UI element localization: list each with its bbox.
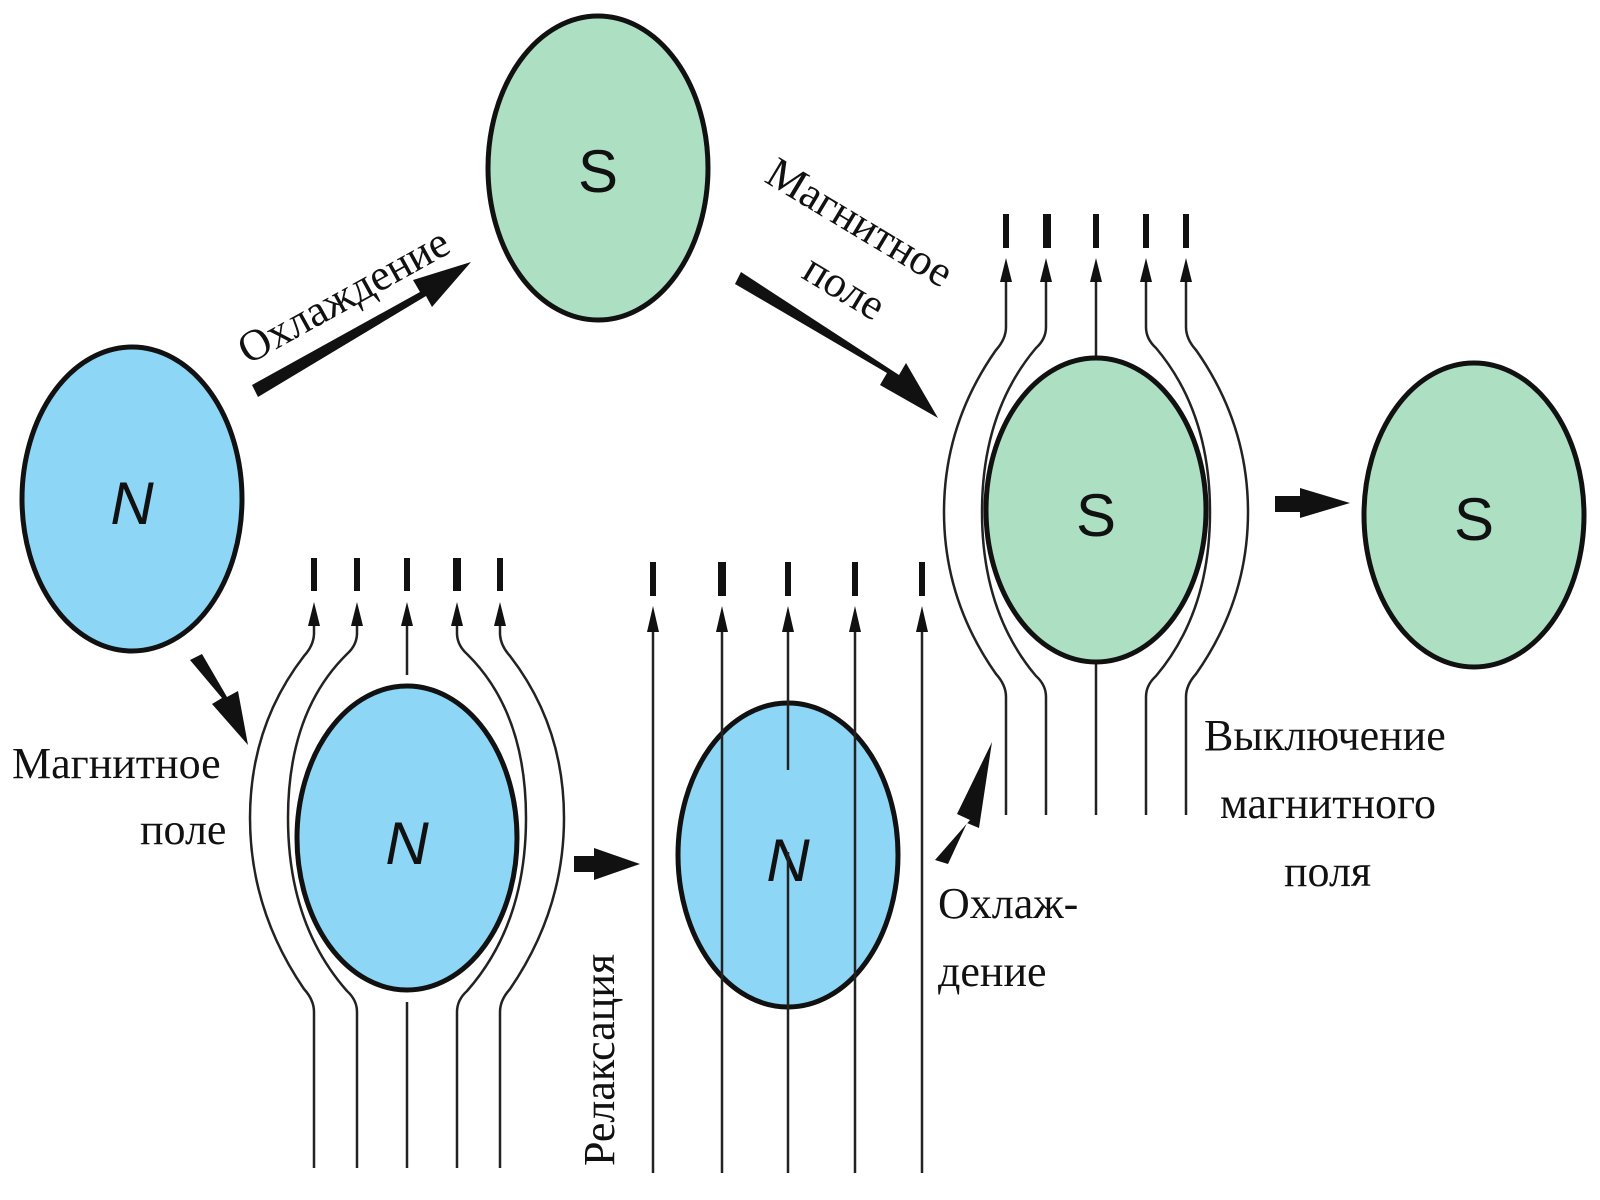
dash — [1093, 214, 1099, 248]
node-super-field-expelled: S — [942, 214, 1250, 815]
field-lines — [651, 632, 924, 1173]
field-line — [286, 612, 359, 1168]
transition-field-left: Магнитное поле — [12, 654, 248, 854]
field-line — [455, 612, 528, 1168]
label-field-off: Выключение магнитного поля — [1204, 711, 1446, 896]
thick-arrow-icon — [574, 848, 640, 880]
transition-cooling-bottom: Охлаж- дение — [935, 742, 1078, 996]
superconductor-sphere — [983, 355, 1209, 665]
node-normal-field-transient: N — [248, 558, 566, 1168]
field-arrowheads — [308, 602, 506, 626]
arrowhead-icon — [1140, 258, 1152, 282]
dash — [497, 558, 503, 591]
label-field-off-line2: магнитного — [1220, 779, 1436, 828]
arrowhead-icon — [494, 602, 506, 626]
arrowhead-icon — [1090, 258, 1102, 282]
arrowhead-icon — [308, 602, 320, 626]
node-normal-field-penetrated: N — [647, 562, 928, 1173]
arrowhead-icon — [1040, 258, 1052, 282]
normal-state-symbol: N — [385, 810, 429, 877]
node-normal-start: N — [19, 344, 245, 654]
field-line — [248, 612, 316, 1168]
field-line — [1184, 280, 1250, 815]
thick-arrow-icon — [935, 742, 992, 864]
field-lines — [248, 612, 566, 1168]
dash — [311, 558, 317, 591]
thick-arrow-icon — [252, 262, 471, 397]
field-line — [980, 280, 1048, 815]
superconductor-sphere — [485, 13, 711, 323]
dash — [1003, 214, 1009, 248]
field-lines — [942, 280, 1250, 815]
field-line — [942, 280, 1008, 815]
dash — [650, 562, 656, 596]
field-dashes — [1003, 214, 1189, 248]
arrowhead-icon — [1000, 258, 1012, 282]
transition-relaxation: Релаксация — [574, 848, 640, 1166]
node-super-final: S — [1361, 360, 1587, 670]
field-dashes — [650, 562, 925, 596]
dash — [1183, 214, 1189, 248]
dash — [852, 562, 858, 596]
super-state-symbol: S — [1076, 482, 1116, 549]
field-arrowheads — [647, 606, 928, 632]
thick-arrow-icon — [1275, 488, 1350, 518]
transition-cooling-top: Охлаждение — [229, 217, 471, 397]
label-relaxation: Релаксация — [575, 954, 624, 1166]
thick-arrow-icon — [190, 654, 248, 745]
node-super-cooled: S — [485, 13, 711, 323]
dash — [718, 562, 726, 596]
normal-state-symbol: N — [110, 470, 154, 537]
transition-field-top: Магнитное поле — [735, 148, 962, 418]
arrowhead-icon — [782, 606, 794, 632]
super-state-symbol: S — [578, 138, 618, 205]
arrowhead-icon — [1180, 258, 1192, 282]
super-state-symbol: S — [1454, 486, 1494, 553]
arrowhead-icon — [647, 606, 659, 632]
label-cooling-bottom-line2: дение — [938, 947, 1047, 996]
label-field-off-line3: поля — [1284, 847, 1371, 896]
dash — [404, 558, 410, 591]
dash — [354, 558, 360, 591]
arrowhead-icon — [401, 602, 413, 626]
label-field-left-line1: Магнитное — [12, 739, 221, 788]
arrowhead-icon — [716, 606, 728, 632]
label-field-left-line2: поле — [140, 805, 226, 854]
arrowhead-icon — [916, 606, 928, 632]
label-field-off-line1: Выключение — [1204, 711, 1446, 760]
superconductor-sphere — [1361, 360, 1587, 670]
arrowhead-icon — [351, 602, 363, 626]
label-cooling-bottom-line1: Охлаж- — [938, 879, 1078, 928]
thick-arrow-icon — [735, 272, 938, 418]
dash — [785, 562, 791, 596]
transition-field-off — [1275, 488, 1350, 518]
dash — [1143, 214, 1149, 248]
field-line — [498, 612, 566, 1168]
dash — [453, 558, 461, 591]
normal-sphere — [294, 683, 520, 993]
field-dashes — [311, 558, 503, 591]
dash — [1043, 214, 1051, 248]
normal-sphere — [19, 344, 245, 654]
field-arrowheads — [1000, 258, 1192, 282]
field-line — [1144, 280, 1212, 815]
arrowhead-icon — [849, 606, 861, 632]
arrowhead-icon — [451, 602, 463, 626]
dash — [919, 562, 925, 596]
